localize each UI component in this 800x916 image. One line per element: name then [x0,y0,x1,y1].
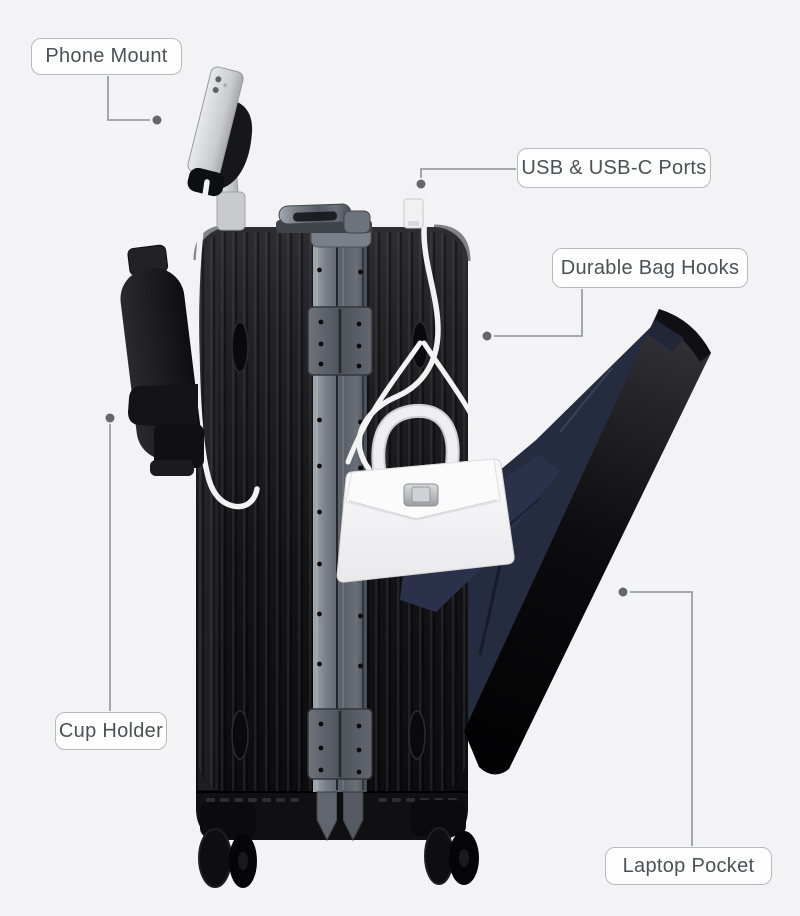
usb-ports-connector [420,168,516,178]
handbag [336,340,515,583]
phone-mount-dot [152,115,162,125]
callout-label: Laptop Pocket [622,854,755,877]
laptop-pocket-connector [630,591,693,846]
callout-label: Phone Mount [45,45,168,67]
rib-end-caps [206,798,457,802]
flap-inner-lip [646,320,684,352]
top-carry-handle [276,203,372,234]
bag-hook-bottom-right [408,710,426,760]
callout-dots [105,115,628,597]
bag-hooks-connector [494,289,583,337]
wheel-housing-right [410,800,466,836]
frame-bottom-prongs [316,791,364,842]
handbag-strap [345,340,423,465]
usb-ports-dot [416,179,426,189]
phone-camera-icon [215,76,222,83]
usb-cable-assembly [356,184,441,472]
bag-hooks-dot [482,331,492,341]
bag-hook-bottom-left [231,710,249,760]
usb-plug [403,198,424,229]
phone-mount-connector [107,76,150,121]
callout-label: Durable Bag Hooks [560,256,740,279]
usb-cable [356,184,441,472]
spinner-wheels [198,800,479,888]
laptop-pocket-dot [618,587,628,597]
callout-bag-hooks: Durable Bag Hooks [552,248,748,288]
callout-connectors [107,76,693,846]
cup-holder-assembly [120,244,204,476]
callout-usb-ports: USB & USB-C Ports [517,148,711,188]
cup-holder-dot [105,413,115,423]
wheel-rear-left [198,828,232,888]
wheel-rear-right [424,827,454,885]
handbag-handle [373,405,458,473]
cup-holder-bracket [128,384,204,476]
callout-phone-mount: Phone Mount [31,38,182,75]
corner-bumper-top-right [433,224,471,262]
callout-laptop-pocket: Laptop Pocket [605,847,772,885]
callout-cup-holder: Cup Holder [55,712,167,750]
callout-label: Cup Holder [58,719,164,742]
callout-label: USB & USB-C Ports [521,156,707,179]
laptop-pocket-flap [464,309,711,775]
bag-hook-top-left [231,321,249,373]
